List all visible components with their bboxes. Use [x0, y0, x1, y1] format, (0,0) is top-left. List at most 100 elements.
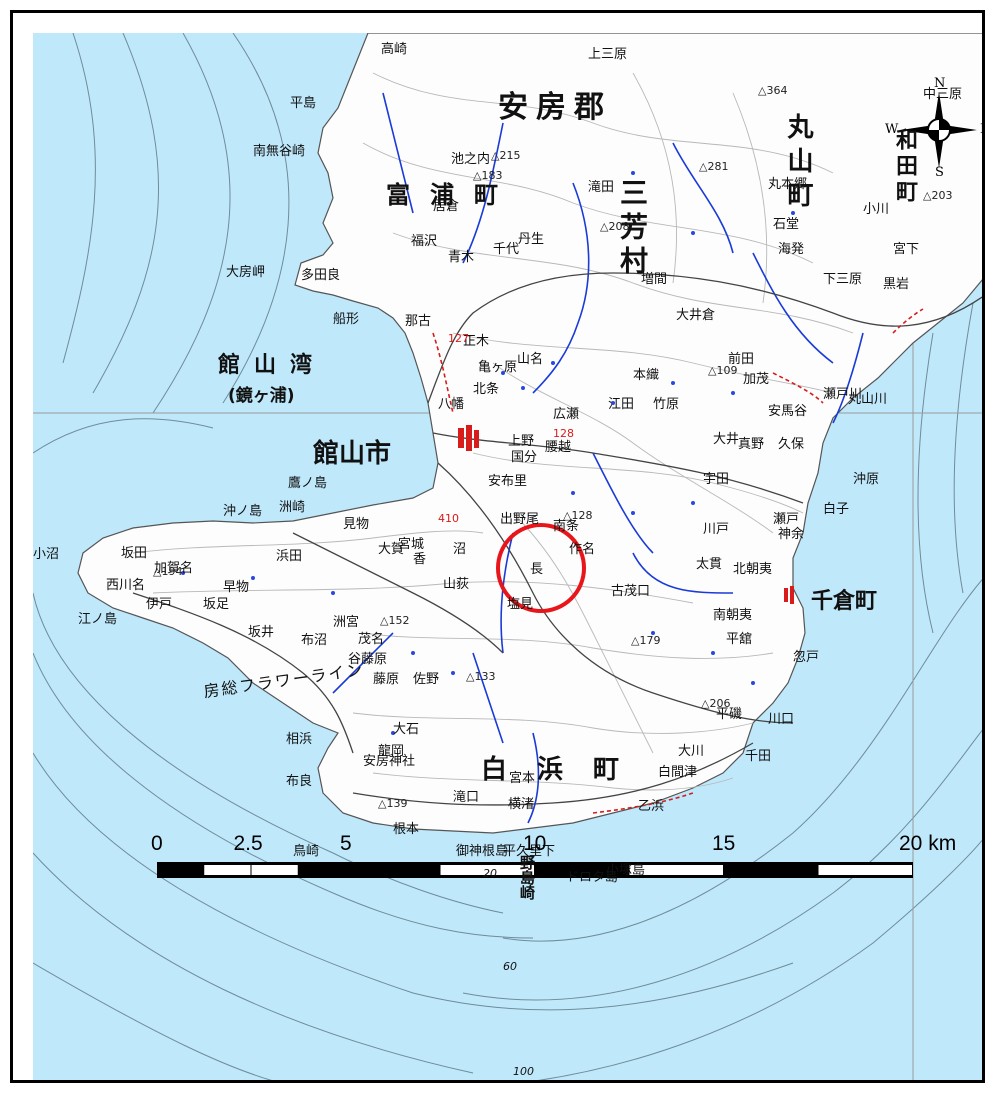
place-label: 古茂口 — [611, 584, 651, 599]
place-label: 小塚島 — [606, 863, 646, 878]
compass-north-label: N — [934, 76, 946, 91]
place-label: 福沢 — [411, 234, 438, 249]
elevation-label: △179 — [631, 634, 661, 647]
elevation-label: △183 — [473, 169, 503, 182]
place-label: 下三原 — [823, 272, 863, 287]
place-label: 横渚 — [508, 797, 535, 812]
label-awa-gun: 安房郡 — [498, 90, 612, 125]
place-label: 大石 — [393, 722, 420, 737]
place-label: 太貫 — [696, 557, 723, 572]
place-label: 坂足 — [203, 597, 230, 612]
label-maruyama-town: 丸山町 — [783, 113, 813, 215]
place-label: 沖原 — [853, 472, 880, 487]
place-label: 瀬戸川 — [823, 387, 863, 402]
place-label: 千田 — [745, 749, 772, 764]
label-chikura-town: 千倉町 — [811, 589, 878, 614]
place-label: 西川名 — [106, 578, 146, 593]
place-label: 御神根島 — [456, 844, 509, 859]
place-label: 洲崎 — [279, 500, 306, 515]
place-label: 川戸 — [703, 522, 730, 537]
place-label: 小川 — [863, 202, 890, 217]
place-label: 宮城 — [398, 537, 425, 552]
place-label: 南無谷崎 — [253, 144, 306, 159]
place-label: 宮本 — [509, 771, 536, 786]
place-label: 江田 — [608, 397, 635, 412]
place-label: 龍岡 — [378, 744, 405, 759]
label-tomiura-town: 富浦町 — [386, 181, 518, 209]
place-label: 高崎 — [381, 42, 408, 57]
place-label: 北条 — [473, 382, 500, 397]
compass-east-label: E — [980, 123, 982, 136]
topographic-map — [33, 33, 982, 1080]
place-label: 見物 — [343, 517, 370, 532]
place-label: 丸山川 — [848, 392, 888, 407]
scale-tick-label: 5 — [340, 832, 352, 855]
place-label: 塩見 — [507, 597, 534, 612]
elevation-label: △281 — [699, 160, 729, 173]
place-label: 滝口 — [453, 790, 480, 805]
place-label: 国分 — [511, 450, 538, 465]
roads — [132, 272, 982, 806]
place-label: 坂田 — [121, 546, 148, 561]
place-label: 坂井 — [248, 625, 275, 640]
compass-rose — [901, 92, 977, 168]
place-label: 大賀 — [378, 542, 405, 557]
place-label: 乙浜 — [638, 799, 665, 814]
place-label: 山荻 — [443, 577, 470, 592]
elevation-label: △109 — [708, 364, 738, 377]
place-label: 中三原 — [923, 87, 963, 102]
place-label: 白子 — [823, 502, 850, 517]
place-label: 千代 — [493, 242, 520, 257]
place-label: 鳥崎 — [293, 844, 320, 859]
place-label: 布良 — [286, 774, 313, 789]
place-label: 石堂 — [773, 217, 800, 232]
place-label: 加賀名 — [154, 561, 194, 576]
place-label: 大井倉 — [676, 308, 716, 323]
place-label: 南条 — [553, 519, 580, 534]
boso-peninsula-land — [77, 33, 982, 834]
place-label: 平島 — [290, 96, 317, 111]
map-frame: 安房郡 館山市 千倉町 白浜町 富浦町 三芳村 丸山町 和田町 館山湾 (鏡ヶ浦… — [10, 10, 985, 1083]
place-label: 藤原 — [373, 672, 400, 687]
scale-tick-label: 10 — [523, 832, 547, 855]
compass-south-label: S — [935, 165, 944, 180]
place-label: 真野 — [738, 437, 765, 452]
place-label: 相浜 — [286, 732, 313, 747]
elevation-label: △133 — [466, 670, 496, 683]
elevation-label: △206 — [701, 697, 731, 710]
place-label: 大井 — [713, 432, 740, 447]
scale-bar-segment — [204, 865, 251, 875]
place-label: 平久里下 — [503, 844, 556, 859]
place-label: 丸本郷 — [768, 177, 808, 192]
place-label: 加茂 — [743, 372, 770, 387]
place-label: 北朝夷 — [733, 562, 773, 577]
place-label: 青木 — [448, 250, 475, 265]
place-label: 早物 — [223, 580, 250, 595]
place-label: 沼 — [453, 542, 467, 557]
place-label: 亀ヶ原 — [478, 360, 518, 375]
label-tateyama-bay: 館山湾 — [218, 353, 327, 378]
label-kagami-ura: (鏡ヶ浦) — [228, 386, 295, 406]
place-label: 浜田 — [276, 549, 303, 564]
place-label: 白間津 — [658, 765, 698, 780]
place-label: 上野 — [508, 434, 535, 449]
elevation-label: △215 — [491, 149, 521, 162]
scale-bar-segment — [818, 865, 912, 875]
place-label: 上三原 — [588, 47, 628, 62]
place-label: 大川 — [678, 744, 705, 759]
place-label: 伊戸 — [146, 597, 173, 612]
place-label: 安馬谷 — [768, 404, 808, 419]
place-label: 八幡 — [438, 397, 465, 412]
place-label: 那古 — [405, 314, 432, 329]
place-label: 黒岩 — [883, 277, 910, 292]
place-label: 久保 — [778, 437, 805, 452]
place-label: 本織 — [633, 368, 660, 383]
place-label: 忽戸 — [793, 650, 820, 665]
place-label: 洲宮 — [333, 615, 360, 630]
place-label: 茂名 — [358, 632, 385, 647]
place-label: 出野尾 — [500, 512, 540, 527]
label-shirahama-town: 白浜町 — [481, 755, 650, 785]
place-label: 大房岬 — [226, 265, 266, 280]
place-label: 鷹ノ島 — [288, 476, 328, 491]
place-label: 多田良 — [301, 268, 341, 283]
